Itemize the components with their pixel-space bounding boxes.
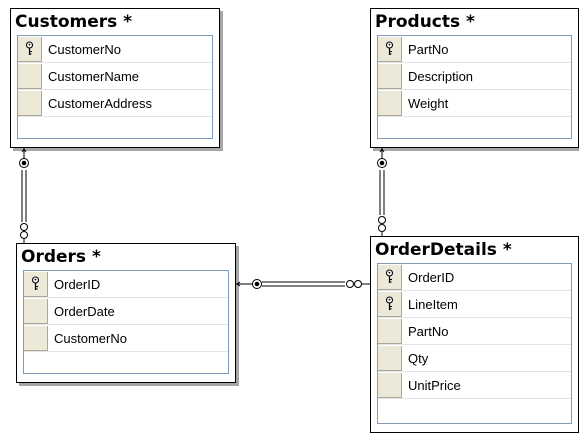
primary-key-icon xyxy=(31,276,40,291)
row-selector[interactable] xyxy=(378,36,402,62)
column-name: UnitPrice xyxy=(408,377,461,393)
infinity-icon xyxy=(378,216,386,236)
primary-key-icon xyxy=(385,296,394,311)
column-row[interactable]: CustomerAddress xyxy=(18,90,212,117)
column-row[interactable]: LineItem xyxy=(378,291,571,318)
column-row[interactable]: Description xyxy=(378,63,571,90)
row-selector[interactable] xyxy=(378,345,402,371)
column-name: LineItem xyxy=(408,296,458,312)
column-name: CustomerNo xyxy=(48,41,121,57)
table-title[interactable]: Products * xyxy=(375,12,475,32)
column-row[interactable]: CustomerName xyxy=(18,63,212,90)
row-selector[interactable] xyxy=(378,318,402,344)
key-icon xyxy=(236,279,262,289)
table-title[interactable]: Orders * xyxy=(21,247,101,267)
column-name: PartNo xyxy=(408,41,449,57)
column-name: Description xyxy=(408,68,474,84)
row-selector[interactable] xyxy=(18,36,42,62)
row-selector[interactable] xyxy=(18,63,42,89)
primary-key-icon xyxy=(385,269,394,284)
column-row[interactable]: Weight xyxy=(378,90,571,117)
key-icon xyxy=(19,148,29,168)
row-selector[interactable] xyxy=(18,90,42,116)
column-row[interactable]: CustomerNo xyxy=(18,36,212,63)
column-row[interactable]: CustomerNo xyxy=(24,325,228,352)
row-selector[interactable] xyxy=(24,271,48,297)
table-title[interactable]: OrderDetails * xyxy=(375,240,512,260)
infinity-icon xyxy=(346,280,370,288)
column-name: OrderID xyxy=(54,276,101,292)
column-name: Qty xyxy=(408,350,429,366)
row-selector[interactable] xyxy=(378,291,402,317)
key-icon xyxy=(377,148,387,168)
column-row[interactable]: OrderID xyxy=(24,271,228,298)
column-row[interactable]: Qty xyxy=(378,345,571,372)
primary-key-icon xyxy=(385,41,394,56)
table-title[interactable]: Customers * xyxy=(15,12,133,32)
column-name: OrderDate xyxy=(54,303,115,319)
row-selector[interactable] xyxy=(24,325,48,351)
column-row[interactable]: PartNo xyxy=(378,318,571,345)
relationship-customers-orders[interactable] xyxy=(21,170,27,222)
column-row[interactable]: OrderDate xyxy=(24,298,228,325)
column-name: PartNo xyxy=(408,323,449,339)
column-row[interactable]: UnitPrice xyxy=(378,372,571,399)
row-selector[interactable] xyxy=(378,372,402,398)
column-name: Weight xyxy=(408,95,449,111)
column-name: CustomerAddress xyxy=(48,95,153,111)
infinity-icon xyxy=(20,223,28,243)
column-name: CustomerName xyxy=(48,68,140,84)
relationship-orders-orderdetails[interactable] xyxy=(262,281,345,287)
primary-key-icon xyxy=(25,41,34,56)
row-selector[interactable] xyxy=(378,264,402,290)
column-row[interactable]: PartNo xyxy=(378,36,571,63)
relationship-products-orderdetails[interactable] xyxy=(379,170,385,215)
column-name: OrderID xyxy=(408,269,455,285)
column-name: CustomerNo xyxy=(54,330,127,346)
row-selector[interactable] xyxy=(378,90,402,116)
row-selector[interactable] xyxy=(378,63,402,89)
row-selector[interactable] xyxy=(24,298,48,324)
column-row[interactable]: OrderID xyxy=(378,264,571,291)
